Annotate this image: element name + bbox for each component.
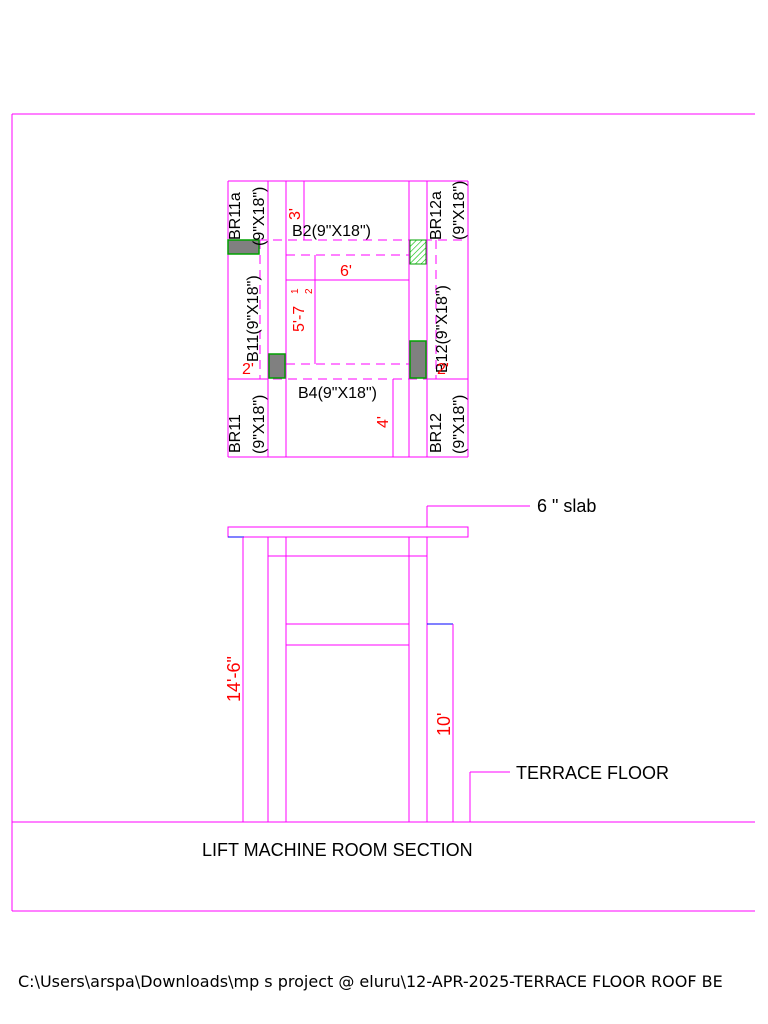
plan-view: BR11a (9"X18") BR12a (9"X18") B2(9"X18")… [227, 180, 469, 458]
b2-label: B2(9"X18") [292, 223, 371, 240]
slab-label: 6 " slab [537, 496, 596, 516]
section-title: LIFT MACHINE ROOM SECTION [202, 840, 473, 860]
br12a-size-label: (9"X18") [451, 181, 468, 240]
b12-label: B12(9"X18") [434, 285, 451, 373]
sheet-frame [11, 113, 755, 912]
terrace-floor-label: TERRACE FLOOR [516, 763, 669, 783]
br11a-size-label: (9"X18") [251, 187, 268, 246]
br11-label: BR11 [227, 414, 244, 453]
file-path: C:\Users\arspa\Downloads\mp s project @ … [18, 972, 723, 991]
dim-overall-height: 14'-6" [224, 656, 244, 702]
dim-height: 5'-7 [291, 306, 308, 332]
dim-bottom: 4' [375, 416, 392, 428]
b4-label: B4(9"X18") [298, 385, 377, 402]
br12-size-label: (9"X18") [451, 395, 468, 454]
br12a-label: BR12a [428, 191, 445, 240]
column-mid-left [268, 353, 286, 379]
dim-width: 6' [340, 263, 352, 280]
column-top-left [227, 239, 260, 255]
roof-slab [227, 526, 469, 538]
section-view: 6 " slab 14'-6" 10' TERRACE FLOOR LIFT M… [202, 496, 669, 860]
dim-door-height: 10' [434, 713, 454, 736]
b11-label: B11(9"X18") [245, 275, 262, 362]
column-mid-right [409, 340, 427, 379]
dim-height-frac-den: 2 [304, 288, 315, 294]
column-top-right [409, 239, 427, 265]
dim-height-frac-num: 1 [290, 288, 301, 294]
br11-size-label: (9"X18") [251, 395, 268, 454]
dim-top: 3' [287, 208, 304, 220]
dim-left: 2' [242, 361, 254, 378]
br11a-label: BR11a [227, 192, 244, 240]
br12-label: BR12 [428, 413, 445, 453]
dim-right: 2' [437, 361, 449, 378]
